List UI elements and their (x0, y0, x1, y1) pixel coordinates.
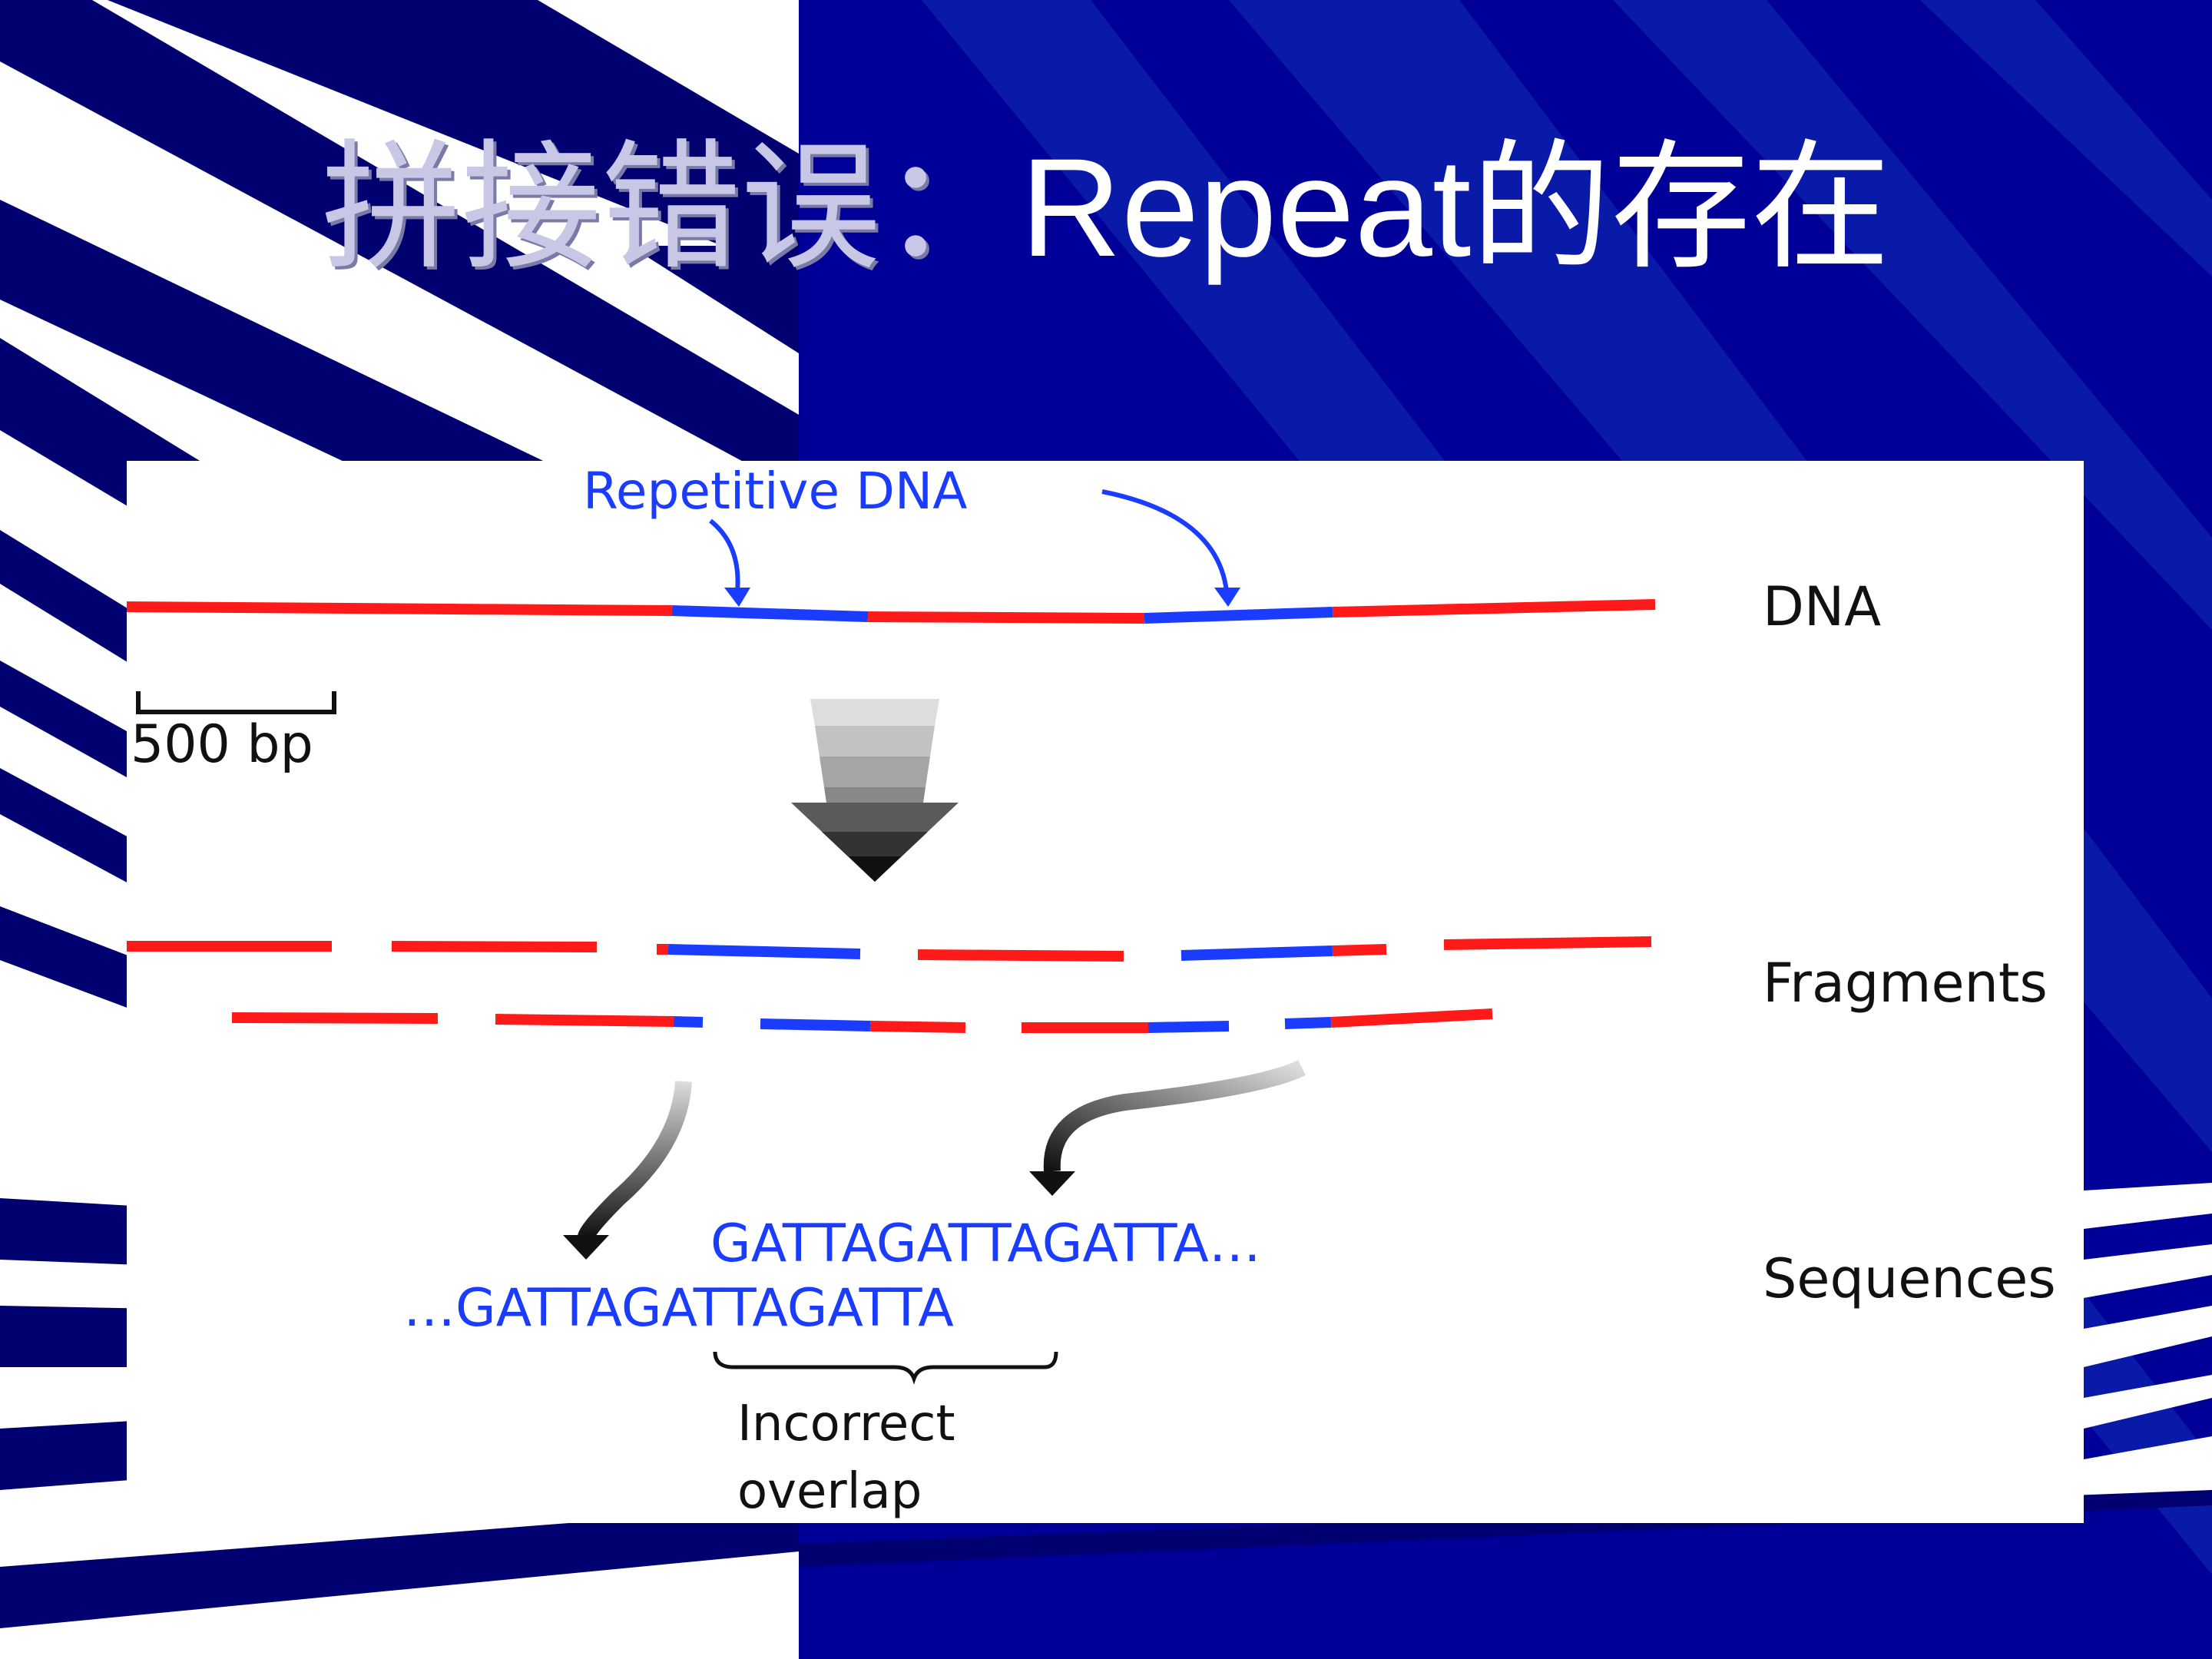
title-suffix: 的存在 (1471, 126, 1891, 289)
sequence-top: GATTAGATTAGATTA… (710, 1214, 1261, 1274)
slide-title: 拼接错误：Repeat的存在 (0, 115, 2212, 300)
row-label-dna: DNA (1763, 575, 1882, 638)
title-repeat: Repeat (1020, 129, 1472, 286)
repetitive-arrow-left (709, 518, 740, 592)
scale-bar (136, 691, 336, 714)
repeat-assembly-diagram (127, 489, 1656, 1385)
brace-icon (713, 1351, 1058, 1385)
repetitive-arrowhead-right (1214, 588, 1240, 607)
down-arrow-gradient-icon (791, 699, 959, 882)
curved-arrow-right-icon (1029, 1060, 1306, 1196)
title-chinese: 拼接错误： (321, 126, 1021, 289)
fragments-row-2 (231, 1008, 1493, 1033)
row-label-fragments: Fragments (1763, 952, 2048, 1015)
curved-arrow-left-icon (563, 1081, 692, 1260)
dna-strand (127, 599, 1656, 624)
repetitive-arrow-right (1101, 489, 1229, 592)
repetitive-arrowhead-left (724, 588, 750, 607)
row-label-sequences: Sequences (1763, 1247, 2056, 1310)
repetitive-dna-label: Repetitive DNA (583, 462, 968, 521)
fragments-row-1 (127, 936, 1652, 962)
incorrect-overlap-label: Incorrect overlap (737, 1396, 955, 1520)
diagram-panel: Repetitive DNA 500 bp DNA Fragments Sequ… (127, 461, 2084, 1523)
scale-label: 500 bp (131, 714, 313, 775)
sequence-bottom: …GATTAGATTAGATTA (403, 1278, 954, 1339)
